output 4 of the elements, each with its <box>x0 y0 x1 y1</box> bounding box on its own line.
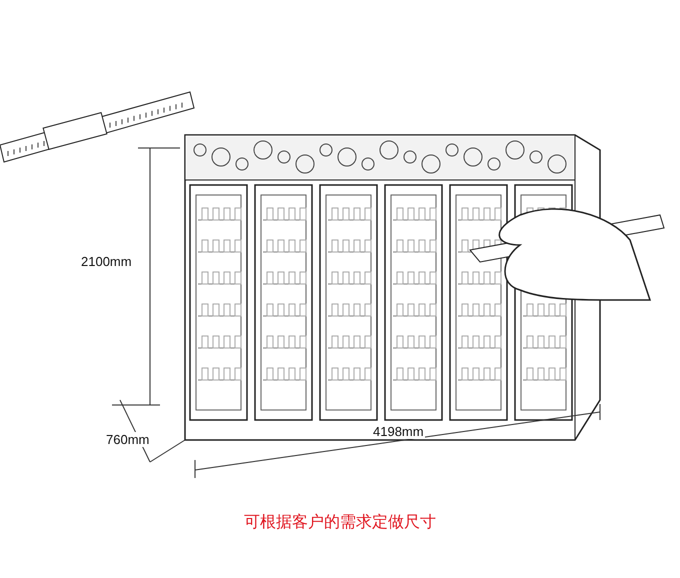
dimension-label: 2100mm <box>80 254 133 269</box>
dimension-label: 4198mm <box>372 424 425 439</box>
caption: 可根据客户的需求定做尺寸 <box>243 512 437 533</box>
dimension-label: 760mm <box>105 432 150 447</box>
